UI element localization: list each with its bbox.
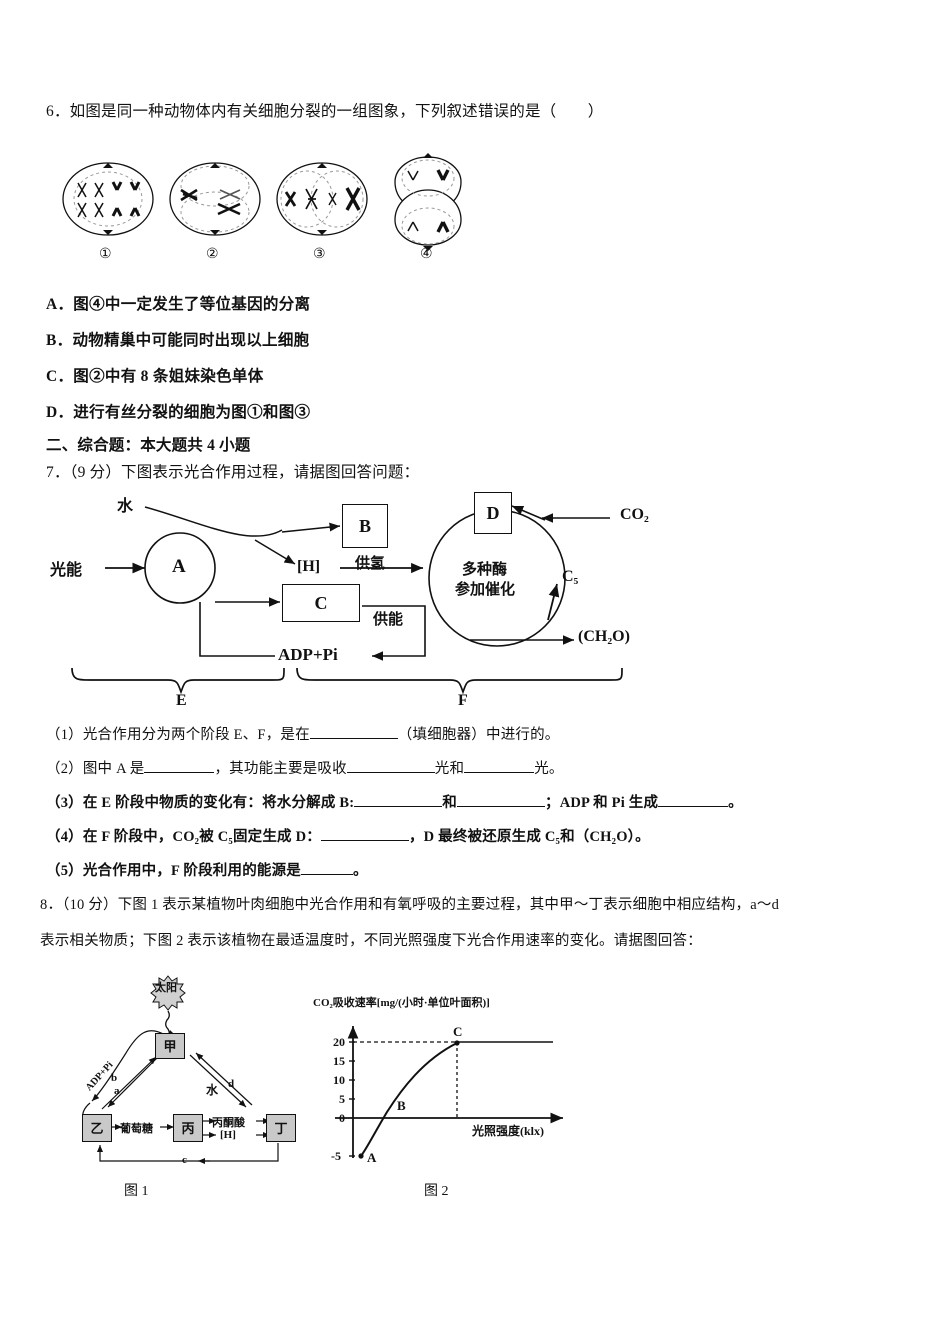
q7-blank-3c[interactable] <box>658 806 729 807</box>
question-7-stem: 7．（9 分）下图表示光合作用过程，请据图回答问题： <box>46 461 419 484</box>
option-d[interactable]: D．进行有丝分裂的细胞为图①和图③ <box>46 404 311 421</box>
co2-label: CO₂ <box>620 506 649 523</box>
water-label: 水 <box>117 498 134 515</box>
supply-hydrogen-label: 供氢 <box>355 556 386 572</box>
fig1-water-label: 水 <box>206 1083 219 1097</box>
question-6-text: 如图是同一种动物体内有关细胞分裂的一组图象，下列叙述错误的是（ ） <box>69 103 604 120</box>
q7-sub-1: （1）光合作用分为两个阶段 E、F，是在 （填细胞器）中进行的。 <box>46 723 560 744</box>
fig1-label-b: b <box>111 1072 118 1084</box>
chart-y-axis-label: CO₂吸收速率[mg/(小时·单位叶面积)] <box>313 997 490 1009</box>
chart-ytick-10: 10 <box>333 1073 345 1087</box>
q7-sub-5: （5）光合作用中，F 阶段利用的能源是 。 <box>46 859 368 880</box>
fig1-pyruvate-label: 丙酮酸 <box>212 1117 245 1129</box>
q7-sub-1-text-b: （填细胞器）中进行的。 <box>397 727 560 743</box>
q7-sub-3-text-a: （3）在 E 阶段中物质的变化有：将水分解成 B: <box>46 795 355 811</box>
q7-sub-3-text-b: 和 <box>442 795 457 811</box>
option-c[interactable]: C．图②中有 8 条姐妹染色单体 <box>46 368 264 385</box>
figure-2-caption: 图 2 <box>424 1184 449 1199</box>
fig1-box-bing: 丙 <box>173 1114 203 1142</box>
chart-point-b-label: B <box>397 1098 406 1113</box>
stage-e-label: E <box>176 692 187 709</box>
photosynthesis-svg <box>71 505 623 695</box>
question-6-number: 6． <box>46 103 70 120</box>
figure-1-caption: 图 1 <box>124 1184 149 1199</box>
photosynthesis-diagram: 光能 水 A B [H] 供氢 C 供能 ADP+Pi D CO₂ C₅ 多种酶… <box>50 480 680 715</box>
q7-sub-4: （4）在 F 阶段中，CO₂被 C₅固定生成 D： ，D 最终被还原生成 C₅和（… <box>46 825 650 846</box>
cell-division-svg <box>62 153 462 251</box>
fig1-h-carrier-label: [H] <box>220 1129 236 1141</box>
q7-sub-2-text-a: （2）图中 A 是 <box>46 761 145 777</box>
option-b[interactable]: B．动物精巢中可能同时出现以上细胞 <box>46 332 310 349</box>
q7-sub-4-text-a: （4）在 F 阶段中，CO₂被 C₅固定生成 D： <box>46 829 321 845</box>
q7-blank-1[interactable] <box>309 738 398 739</box>
chart-point-c-label: C <box>453 1024 463 1039</box>
circle-a-label: A <box>172 556 186 577</box>
question-8-stem-line-2: 表示相关物质；下图 2 表示该植物在最适温度时，不同光照强度下光合作用速率的变化… <box>40 933 702 949</box>
fig1-glucose-label: 葡萄糖 <box>120 1123 153 1135</box>
q7-blank-3a[interactable] <box>354 806 443 807</box>
box-c: C <box>282 584 360 622</box>
cell-label-2: ② <box>206 247 219 262</box>
fig1-box-yi: 乙 <box>82 1114 112 1142</box>
question-6-stem: 6．如图是同一种动物体内有关细胞分裂的一组图象，下列叙述错误的是（ ） <box>46 100 603 123</box>
h-carrier-label: [H] <box>297 558 321 575</box>
light-energy-label: 光能 <box>50 562 83 579</box>
q7-sub-1-text-a: （1）光合作用分为两个阶段 E、F，是在 <box>46 727 310 743</box>
q7-blank-4[interactable] <box>320 840 409 841</box>
q7-sub-2: （2）图中 A 是 ，其功能主要是吸收 光和 光。 <box>46 757 564 778</box>
figure-2-chart: CO₂吸收速率[mg/(小时·单位叶面积)] 光照强度(klx) 20 15 1… <box>305 997 585 1178</box>
q7-sub-3: （3）在 E 阶段中物质的变化有：将水分解成 B: 和 ；ADP 和 Pi 生成 。 <box>46 791 743 812</box>
q7-sub-4-text-b: ，D 最终被还原生成 C₅和（CH₂O）。 <box>408 829 650 845</box>
fig1-label-d: d <box>228 1078 235 1090</box>
fig1-box-ding: 丁 <box>266 1114 296 1142</box>
q7-sub-5-text-b: 。 <box>353 863 368 879</box>
q7-blank-2a[interactable] <box>144 772 215 773</box>
question-8-number: 8． <box>40 897 63 913</box>
box-d: D <box>474 492 512 534</box>
enzymes-line-1: 多种酶 <box>462 562 508 578</box>
fig1-label-c: c <box>182 1154 187 1166</box>
enzymes-line-2: 参加催化 <box>455 582 516 598</box>
q7-blank-2c[interactable] <box>464 772 535 773</box>
chart-x-axis-label: 光照强度(klx) <box>472 1124 545 1138</box>
q7-sub-2-text-d: 光。 <box>534 761 564 777</box>
q7-blank-2b[interactable] <box>346 772 435 773</box>
cell-label-4: ④ <box>420 247 433 262</box>
chart-ytick-5: 5 <box>339 1092 345 1106</box>
option-a[interactable]: A．图④中一定发生了等位基因的分离 <box>46 296 311 313</box>
q7-blank-5[interactable] <box>301 874 353 875</box>
cell-label-3: ③ <box>313 247 326 262</box>
section-2-heading: 二、综合题：本大题共 4 小题 <box>46 437 251 454</box>
supply-energy-label: 供能 <box>373 612 404 628</box>
figure-2-svg <box>335 1026 563 1159</box>
cell-label-1: ① <box>99 247 112 262</box>
fig1-label-a: a <box>114 1085 120 1097</box>
chart-ytick-15: 15 <box>333 1054 345 1068</box>
chart-ytick-minus5: -5 <box>331 1149 341 1163</box>
question-8-text-1: （10 分）下图 1 表示某植物叶肉细胞中光合作用和有氧呼吸的主要过程，其中甲～… <box>62 897 780 913</box>
q7-sub-5-text-a: （5）光合作用中，F 阶段利用的能源是 <box>46 863 301 879</box>
question-7-number: 7． <box>46 464 70 481</box>
q7-blank-3b[interactable] <box>457 806 545 807</box>
ch2o-label: (CH₂O) <box>578 628 630 645</box>
q7-sub-3-text-d: 。 <box>728 795 743 811</box>
q7-sub-3-text-c: ；ADP 和 Pi 生成 <box>545 795 659 811</box>
cell-division-figure: ① ② ③ ④ <box>55 142 485 267</box>
chart-ytick-0: 0 <box>339 1111 345 1125</box>
c5-label: C₅ <box>562 568 579 585</box>
chart-ytick-20: 20 <box>333 1035 345 1049</box>
box-b: B <box>342 504 388 548</box>
question-8-stem-line-1: 8．（10 分）下图 1 表示某植物叶肉细胞中光合作用和有氧呼吸的主要过程，其中… <box>40 895 779 917</box>
figure-1: 甲 乙 丙 丁 ADP+Pi b a 水 d 葡萄糖 丙酮酸 [H] c 太阳 <box>60 975 350 1175</box>
adp-pi-label: ADP+Pi <box>278 645 338 664</box>
q7-sub-2-text-c: 光和 <box>434 761 465 777</box>
q7-sub-2-text-b: ，其功能主要是吸收 <box>214 761 347 777</box>
fig1-sun-label: 太阳 <box>155 982 177 994</box>
stage-f-label: F <box>458 692 468 709</box>
fig1-box-jia: 甲 <box>155 1033 185 1059</box>
question-7-text: （9 分）下图表示光合作用过程，请据图回答问题： <box>69 464 420 481</box>
chart-point-a-label: A <box>367 1150 377 1165</box>
